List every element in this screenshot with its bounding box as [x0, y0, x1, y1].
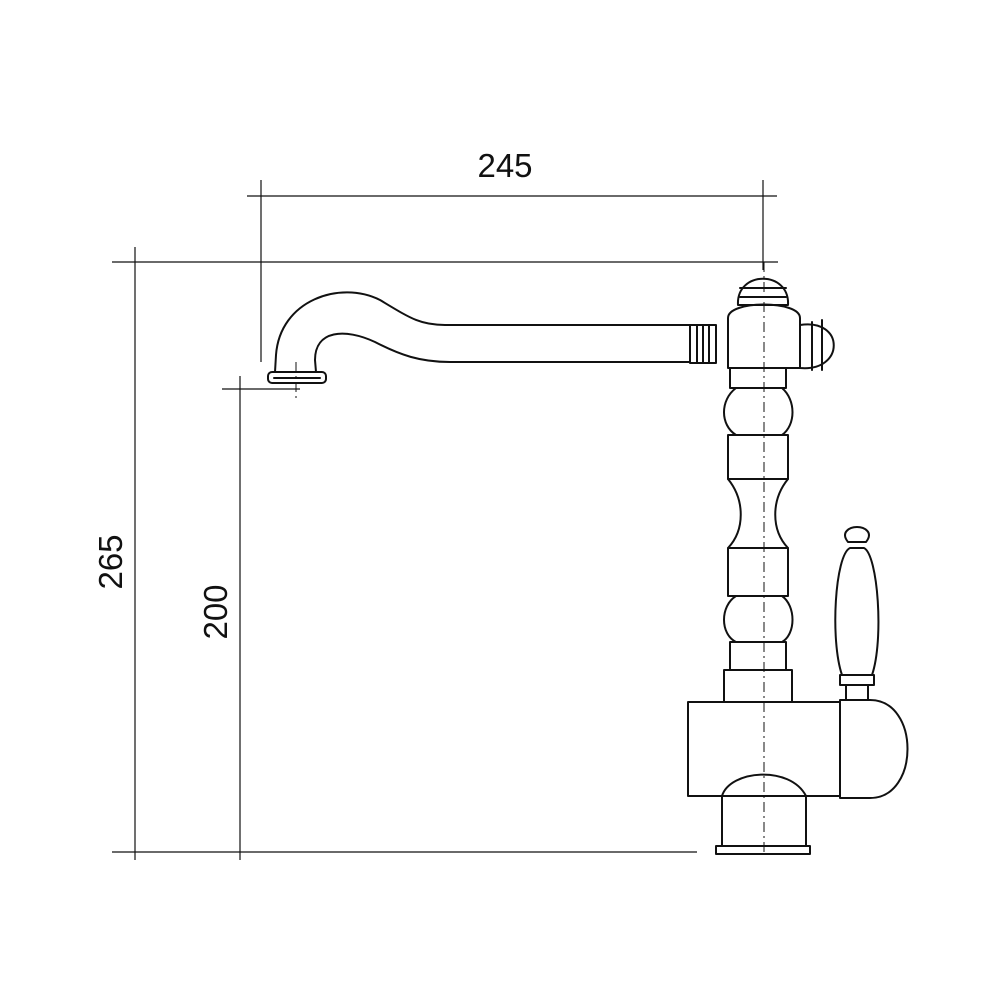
lever-finial — [844, 526, 870, 543]
lever-stem — [845, 684, 869, 701]
column-band-lower — [727, 547, 789, 597]
lever-handle — [834, 547, 880, 676]
column-bead-upper — [723, 387, 794, 436]
column-base-ring — [723, 669, 793, 703]
mounting-shank — [721, 773, 807, 847]
outlet-height-label: 200 — [197, 584, 234, 639]
reach-label: 245 — [477, 147, 532, 184]
center-lines — [295, 262, 765, 855]
column-waist — [727, 478, 789, 549]
column-ring-top — [729, 367, 787, 389]
spout — [274, 291, 691, 373]
column-bead-lower — [723, 595, 794, 643]
lever-collar — [839, 674, 875, 686]
aerator — [267, 371, 327, 384]
overall-height-label: 265 — [92, 534, 129, 589]
dimension-lines — [112, 180, 778, 860]
column-ring-bottom — [729, 641, 787, 671]
base-flange — [715, 845, 811, 855]
side-knob — [799, 323, 835, 370]
column-band-upper — [727, 434, 789, 480]
top-knob — [736, 277, 790, 306]
faucet-outline — [267, 277, 909, 855]
cartridge-housing — [839, 699, 909, 799]
